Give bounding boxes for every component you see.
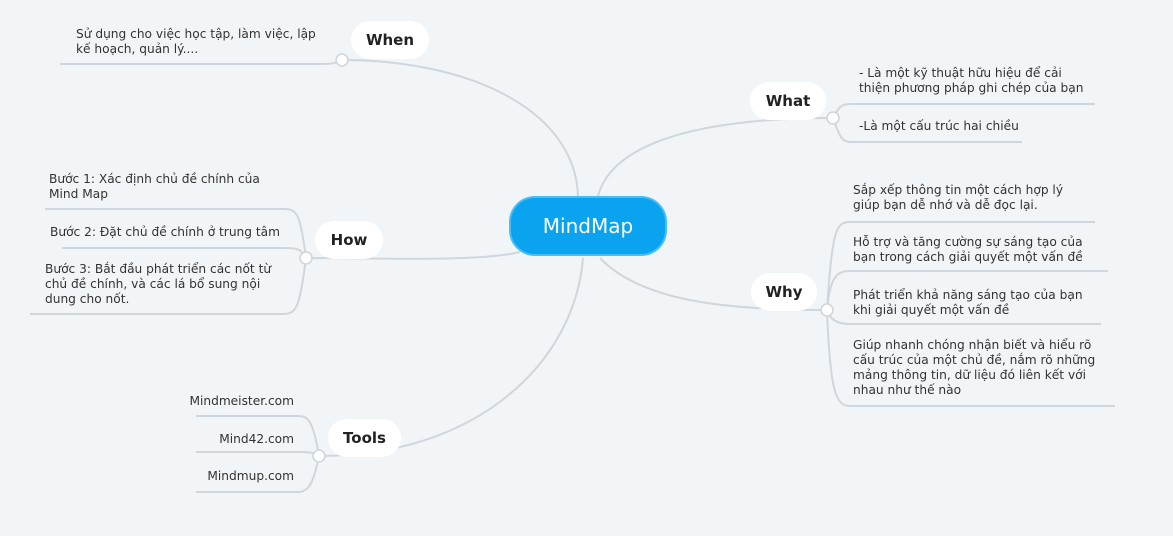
branch-when[interactable]: When (351, 21, 429, 59)
leaf-what-1[interactable]: - Là một kỹ thuật hữu hiệu để cải thiện … (859, 66, 1084, 95)
leaf-why-2[interactable]: Hỗ trợ và tăng cường sự sáng tạo của bạn… (853, 235, 1083, 264)
collapse-handle-when (335, 53, 349, 67)
branch-why[interactable]: Why (751, 273, 817, 311)
collapse-handle-why (820, 303, 834, 317)
leaf-what-2[interactable]: -Là một cấu trúc hai chiều (859, 119, 1019, 133)
collapse-handle-what (826, 111, 840, 125)
branch-how[interactable]: How (315, 221, 383, 259)
leaf-why-4[interactable]: Giúp nhanh chóng nhận biết và hiểu rõ cấ… (853, 338, 1096, 397)
root-node[interactable]: MindMap (509, 196, 667, 256)
leaf-tools-1[interactable]: Mindmeister.com (189, 394, 294, 408)
collapse-handle-how (299, 251, 313, 265)
leaf-tools-3[interactable]: Mindmup.com (207, 469, 294, 483)
leaf-why-3[interactable]: Phát triển khả năng sáng tạo của bạn khi… (853, 288, 1083, 317)
branch-tools[interactable]: Tools (328, 419, 401, 457)
collapse-handle-tools (312, 449, 326, 463)
leaf-tools-2[interactable]: Mind42.com (219, 432, 294, 446)
leaf-when-1[interactable]: Sử dụng cho việc học tập, làm việc, lập … (76, 27, 316, 56)
leaf-how-1[interactable]: Bước 1: Xác định chủ đề chính của Mind M… (49, 172, 260, 201)
leaf-why-1[interactable]: Sắp xếp thông tin một cách hợp lý giúp b… (853, 183, 1064, 212)
leaf-how-2[interactable]: Bước 2: Đặt chủ đề chính ở trung tâm (50, 225, 280, 239)
branch-what[interactable]: What (750, 82, 826, 120)
leaf-how-3[interactable]: Bước 3: Bắt đầu phát triển các nốt từ ch… (45, 262, 272, 306)
